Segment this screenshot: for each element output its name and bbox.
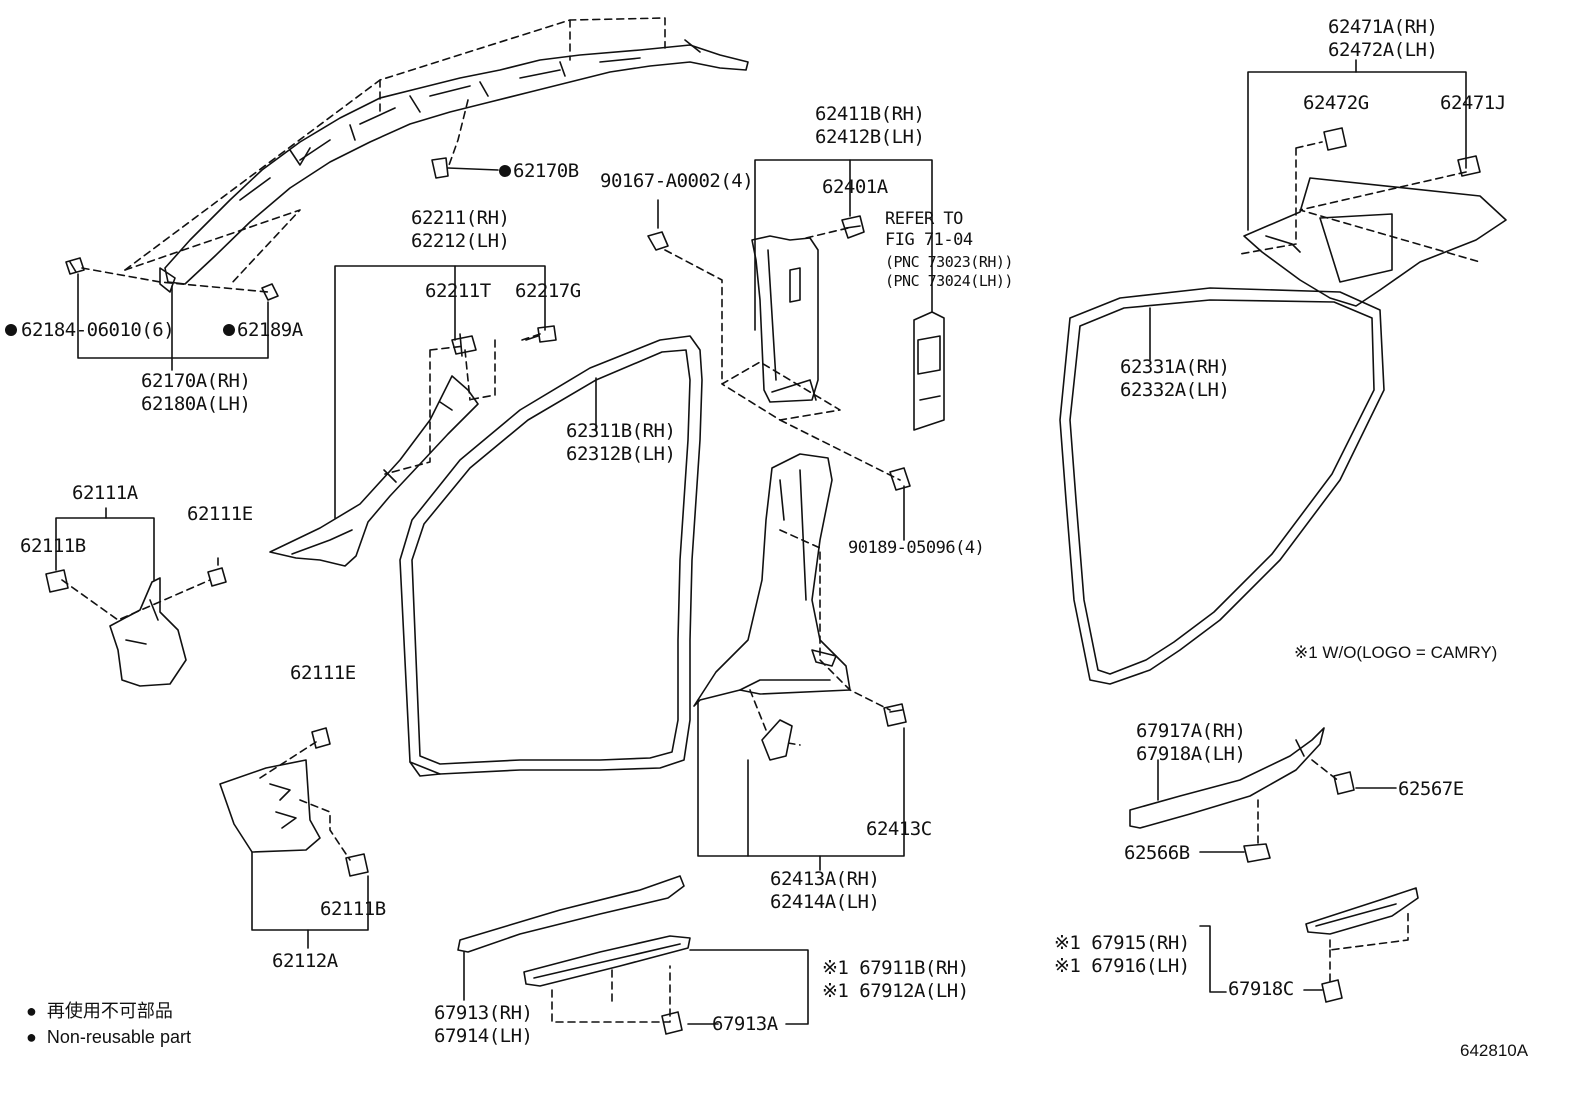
legend-jp: 再使用不可部品 <box>26 998 191 1024</box>
a-pillar-garnish <box>269 375 479 567</box>
clip-62211T-icon <box>451 333 477 357</box>
rear-scuff-plate <box>1129 727 1325 829</box>
label-67917A-rh: 67917A(RH) <box>1136 720 1246 742</box>
legend-en: Non-reusable part <box>26 1024 191 1050</box>
rear-door-weatherstrip <box>1059 287 1385 685</box>
label-62111E-a: 62111E <box>187 503 253 525</box>
label-62411B-rh: 62411B(RH) <box>815 103 925 125</box>
label-62211T: 62211T <box>425 280 491 302</box>
roof-garnish-guides <box>81 17 666 293</box>
clip-62472G-icon <box>1323 127 1347 151</box>
b-pillar-lower-garnish <box>693 453 851 707</box>
label-67918C: 67918C <box>1228 978 1294 1000</box>
label-62312B-lh: 62312B(LH) <box>566 443 676 465</box>
rear-quarter-trim <box>1243 177 1507 307</box>
clip-67918C-icon <box>1321 979 1343 1003</box>
label-67912A-lh: ※1 67912A(LH) <box>822 980 969 1002</box>
seatbelt-retractor-ref <box>913 311 945 431</box>
clip-62566B-icon <box>1243 843 1271 863</box>
label-90189: 90189-05096(4) <box>848 538 985 558</box>
clip-62111E-b-icon <box>311 727 331 749</box>
clip-62111E-a-icon <box>207 567 227 587</box>
label-90167: 90167-A0002(4) <box>600 170 754 192</box>
label-62413A-rh: 62413A(RH) <box>770 868 880 890</box>
clip-62111B-a-icon <box>45 569 69 593</box>
b-pillar-bracket <box>761 719 793 761</box>
label-62180A-lh: 62180A(LH) <box>141 393 251 415</box>
label-67913A: 67913A <box>712 1013 778 1035</box>
label-67916-lh: ※1 67916(LH) <box>1054 955 1190 977</box>
label-67911B-rh: ※1 67911B(RH) <box>822 957 969 979</box>
clip-62471J-icon <box>1457 155 1481 177</box>
label-67914-lh: 67914(LH) <box>434 1025 533 1047</box>
label-62414A-lh: 62414A(LH) <box>770 891 880 913</box>
label-62401A: 62401A <box>822 176 888 198</box>
label-62566B: 62566B <box>1124 842 1190 864</box>
clip-62401A-icon <box>841 215 865 239</box>
label-62111E-b: 62111E <box>290 662 356 684</box>
label-62111B-b: 62111B <box>320 898 386 920</box>
front-door-weatherstrip <box>399 335 703 777</box>
label-62472G: 62472G <box>1303 92 1369 114</box>
label-refer-pnc-lh: (PNC 73024(LH)) <box>885 272 1013 290</box>
label-62112A: 62112A <box>272 950 338 972</box>
label-note-wo-logo: ※1 W/O(LOGO = CAMRY) <box>1294 643 1498 662</box>
label-refer-fig: FIG 71-04 <box>885 230 973 250</box>
label-62311B-rh: 62311B(RH) <box>566 420 676 442</box>
label-62211-rh: 62211(RH) <box>411 207 510 229</box>
b-pillar-upper-garnish <box>751 235 819 403</box>
label-62189A: 62189A <box>237 319 303 341</box>
label-62472A-lh: 62472A(LH) <box>1328 39 1438 61</box>
clip-62413C-icon <box>883 703 907 727</box>
clip-62217G-icon <box>525 325 557 343</box>
label-67913-rh: 67913(RH) <box>434 1002 533 1024</box>
label-62412B-lh: 62412B(LH) <box>815 126 925 148</box>
rear-door-scuff-plate <box>1305 887 1419 935</box>
screw-90167-icon <box>647 199 669 251</box>
label-62332A-lh: 62332A(LH) <box>1120 379 1230 401</box>
legend: 再使用不可部品 Non-reusable part <box>26 998 191 1050</box>
label-67918A-lh: 67918A(LH) <box>1136 743 1246 765</box>
label-62331A-rh: 62331A(RH) <box>1120 356 1230 378</box>
label-refer-pnc-rh: (PNC 73023(RH)) <box>885 253 1013 271</box>
front-scuff-plate <box>457 875 691 987</box>
label-62170A-rh: 62170A(RH) <box>141 370 251 392</box>
clip-62184-icon <box>65 257 85 275</box>
roof-side-garnish <box>159 39 749 293</box>
label-62567E: 62567E <box>1398 778 1464 800</box>
label-62111A: 62111A <box>72 482 138 504</box>
label-62413C: 62413C <box>866 818 932 840</box>
label-62170B: 62170B <box>513 160 579 182</box>
label-62184: 62184-06010(6) <box>21 319 175 341</box>
label-refer-to: REFER TO <box>885 209 963 229</box>
clip-90189-icon <box>889 467 911 491</box>
label-62212-lh: 62212(LH) <box>411 230 510 252</box>
label-62471J: 62471J <box>1440 92 1506 114</box>
label-67915-rh: ※1 67915(RH) <box>1054 932 1190 954</box>
cowl-side-trim-lower <box>219 759 321 853</box>
clip-62189A-icon <box>261 283 279 301</box>
clip-62567E-icon <box>1333 771 1355 795</box>
label-62111B-a: 62111B <box>20 535 86 557</box>
bolt-62170B-icon <box>431 157 499 179</box>
label-62471A-rh: 62471A(RH) <box>1328 16 1438 38</box>
clip-62111B-b-icon <box>345 853 369 877</box>
label-62217G: 62217G <box>515 280 581 302</box>
clip-67913A-icon <box>661 1011 683 1035</box>
cowl-side-trim-front <box>109 577 187 687</box>
figure-code: 642810A <box>1460 1041 1529 1060</box>
